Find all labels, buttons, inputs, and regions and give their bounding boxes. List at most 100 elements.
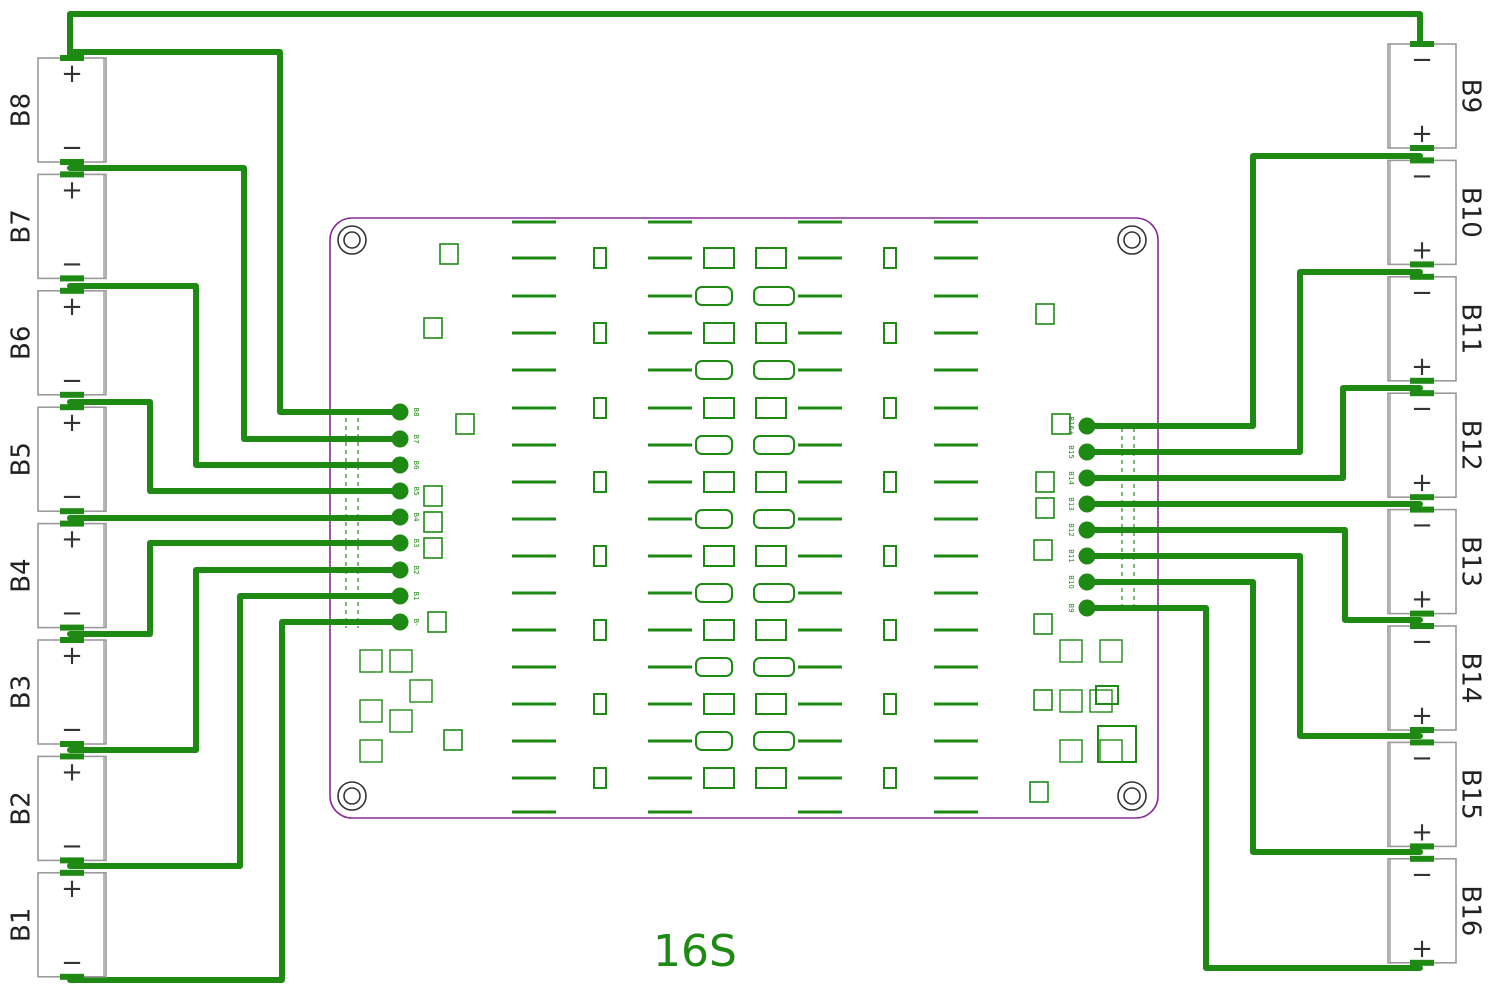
cell-minus-terminal: −	[1411, 627, 1433, 657]
cell-plus-terminal: +	[61, 757, 83, 787]
cell-tab	[60, 275, 84, 282]
battery-cell-b16: −+B16	[1387, 855, 1486, 966]
balance-pad	[1078, 495, 1096, 513]
cell-tab	[1410, 959, 1434, 966]
cell-plus-terminal: +	[1411, 119, 1433, 149]
pad-label: B2	[412, 565, 420, 574]
board-outline	[329, 217, 1159, 819]
pad-label: B-	[412, 618, 420, 626]
cell-tab	[60, 869, 84, 876]
cell-label: B12	[1456, 420, 1486, 471]
smd-pair	[753, 657, 795, 677]
cell-label: B1	[7, 908, 37, 942]
mounting-hole	[1117, 781, 1147, 811]
balance-pad	[391, 456, 409, 474]
mosfet-pad	[755, 322, 787, 344]
cell-label: B6	[7, 326, 37, 360]
cell-minus-terminal: −	[61, 715, 83, 745]
cell-label: B5	[7, 442, 37, 476]
balance-pad	[391, 403, 409, 421]
ic-footprint	[389, 709, 413, 733]
cell-label: B11	[1456, 303, 1486, 354]
pad-label: B5	[412, 486, 420, 495]
smd-component	[443, 729, 463, 751]
smd-component	[1033, 539, 1053, 561]
cell-minus-terminal: −	[61, 948, 83, 978]
ic-footprint	[1097, 725, 1137, 763]
balance-pad	[391, 534, 409, 552]
ic-footprint	[1089, 689, 1113, 713]
balance-pads: B8B7B6B5B4B3B2B1B-B16+B15B14B13B12B11B10…	[391, 403, 1096, 631]
smd-component	[423, 511, 443, 533]
smd-component	[427, 611, 447, 633]
trace-right-4	[1084, 527, 1423, 623]
cell-minus-terminal: −	[1411, 45, 1433, 75]
cell-label: B9	[1456, 79, 1486, 113]
trace-left-1	[67, 165, 403, 442]
mosfet-pad	[703, 767, 735, 789]
trace-b8-b9-link	[67, 11, 1423, 59]
battery-cell-b14: −+B14	[1387, 623, 1486, 733]
mounting-hole	[1117, 225, 1147, 255]
mounting-hole-inner	[1123, 231, 1141, 249]
cell-tab	[60, 171, 84, 178]
mosfet-pad	[755, 693, 787, 715]
mosfet-pad	[755, 247, 787, 269]
smd-cap	[593, 545, 607, 567]
battery-cell-b12: −+B12	[1387, 390, 1486, 501]
cell-minus-terminal: −	[1411, 511, 1433, 541]
mounting-hole	[337, 781, 367, 811]
mounting-hole	[337, 225, 367, 255]
trace-right-0	[1084, 153, 1423, 429]
mosfet-pad	[703, 247, 735, 269]
cell-body	[1387, 508, 1457, 615]
smd-component	[1033, 613, 1053, 635]
cell-tab	[60, 741, 84, 747]
mosfet-pad	[755, 471, 787, 493]
cell-plus-terminal: +	[1411, 235, 1433, 265]
smd-component	[439, 243, 459, 265]
cell-minus-terminal: −	[61, 366, 83, 396]
cell-tab	[60, 520, 84, 527]
cell-minus-terminal: −	[1411, 394, 1433, 424]
pad-label: B9	[1067, 603, 1075, 612]
cell-plus-terminal: +	[1411, 352, 1433, 382]
battery-cell-b1: +−B1	[7, 869, 107, 980]
trace-left-3	[67, 399, 403, 494]
ic-footprint	[1099, 739, 1123, 763]
battery-cell-b9: − + B9	[1387, 41, 1486, 151]
cell-tab	[1410, 261, 1434, 268]
cell-tab	[1410, 506, 1434, 513]
mosfet-pad	[703, 619, 735, 641]
balance-pad	[391, 561, 409, 579]
cell-label: B14	[1456, 653, 1486, 704]
cell-tab	[1410, 377, 1434, 384]
pad-label: B14	[1067, 471, 1075, 485]
smd-component	[1029, 781, 1049, 803]
balance-pad	[1078, 599, 1096, 617]
cell-body	[37, 871, 107, 978]
ic-footprint	[1059, 689, 1083, 713]
battery-cell-b6: +−B6	[7, 287, 107, 398]
mosfet-pad	[755, 619, 787, 641]
battery-cell-b8: +−B8	[7, 55, 107, 165]
trace-right-6	[1084, 579, 1423, 855]
cell-plus-terminal: +	[61, 408, 83, 438]
smd-cap	[593, 247, 607, 269]
cell-tab	[60, 508, 84, 515]
cell-tab	[1410, 855, 1434, 862]
mosfet-pad	[703, 545, 735, 567]
cell-label: B2	[7, 791, 37, 825]
trace-left-2	[67, 283, 403, 468]
smd-cap	[883, 471, 897, 493]
battery-cell-b5: +−B5	[7, 404, 107, 515]
pad-label: B6	[412, 460, 420, 470]
trace-left-0	[67, 49, 403, 415]
cell-plus-terminal: +	[61, 525, 83, 555]
smd-cap	[883, 767, 897, 789]
cell-body	[37, 57, 107, 163]
ic-footprint	[1059, 639, 1083, 663]
smd-cap	[883, 693, 897, 715]
balance-pad	[391, 482, 409, 500]
